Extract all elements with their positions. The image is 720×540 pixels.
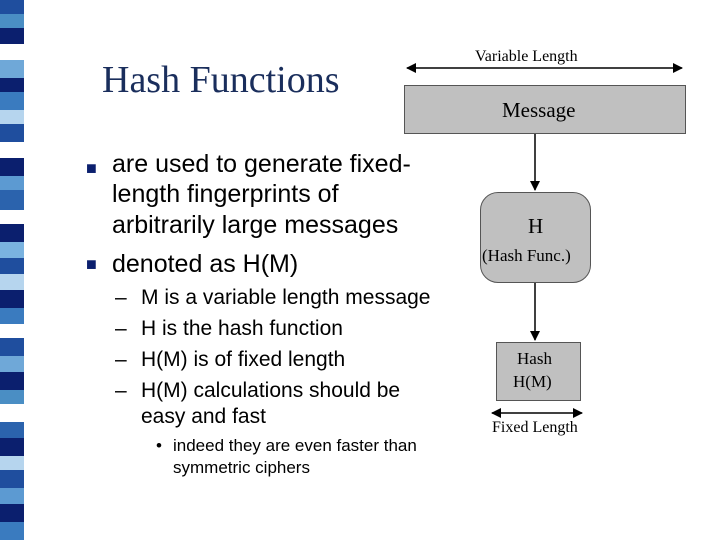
sub-bullet-4-cont: easy and fast bbox=[141, 405, 266, 428]
bullet-1-line-1: are used to generate fixed- bbox=[112, 150, 411, 178]
sub-bullet-4: H(M) calculations should be bbox=[141, 379, 401, 402]
bullet-square-icon: ■ bbox=[86, 158, 97, 178]
message-box bbox=[404, 85, 686, 134]
hash-function-box bbox=[480, 192, 591, 283]
bullet-square-icon: ■ bbox=[86, 254, 97, 274]
dash-bullet: – bbox=[115, 379, 127, 402]
fixed-length-label: Fixed Length bbox=[492, 419, 578, 436]
dash-bullet: – bbox=[115, 317, 127, 340]
dash-bullet: – bbox=[115, 348, 127, 371]
hash-output-box bbox=[496, 342, 581, 401]
dash-bullet: – bbox=[115, 286, 127, 309]
message-label: Message bbox=[502, 98, 576, 122]
hash-function-label: H bbox=[528, 214, 544, 238]
hash-function-sublabel: (Hash Func.) bbox=[482, 246, 571, 265]
variable-length-label: Variable Length bbox=[475, 48, 578, 65]
bullet-2-line-1: denoted as H(M) bbox=[112, 250, 299, 278]
sub-bullet-3: H(M) is of fixed length bbox=[141, 348, 346, 371]
slide-title: Hash Functions bbox=[102, 59, 340, 101]
sub-sub-bullet-line-2: symmetric ciphers bbox=[173, 458, 310, 477]
decorative-stripe bbox=[0, 0, 24, 540]
dot-bullet: • bbox=[156, 436, 162, 455]
hash-sublabel: H(M) bbox=[513, 372, 552, 391]
sub-bullet-2: H is the hash function bbox=[141, 317, 343, 340]
bullet-1-line-3: arbitrarily large messages bbox=[112, 211, 399, 239]
bullet-1-line-2: length fingerprints of bbox=[112, 180, 339, 208]
hash-label: Hash bbox=[517, 349, 552, 368]
sub-sub-bullet-line-1: indeed they are even faster than bbox=[173, 436, 417, 455]
sub-bullet-1: M is a variable length message bbox=[141, 286, 431, 309]
